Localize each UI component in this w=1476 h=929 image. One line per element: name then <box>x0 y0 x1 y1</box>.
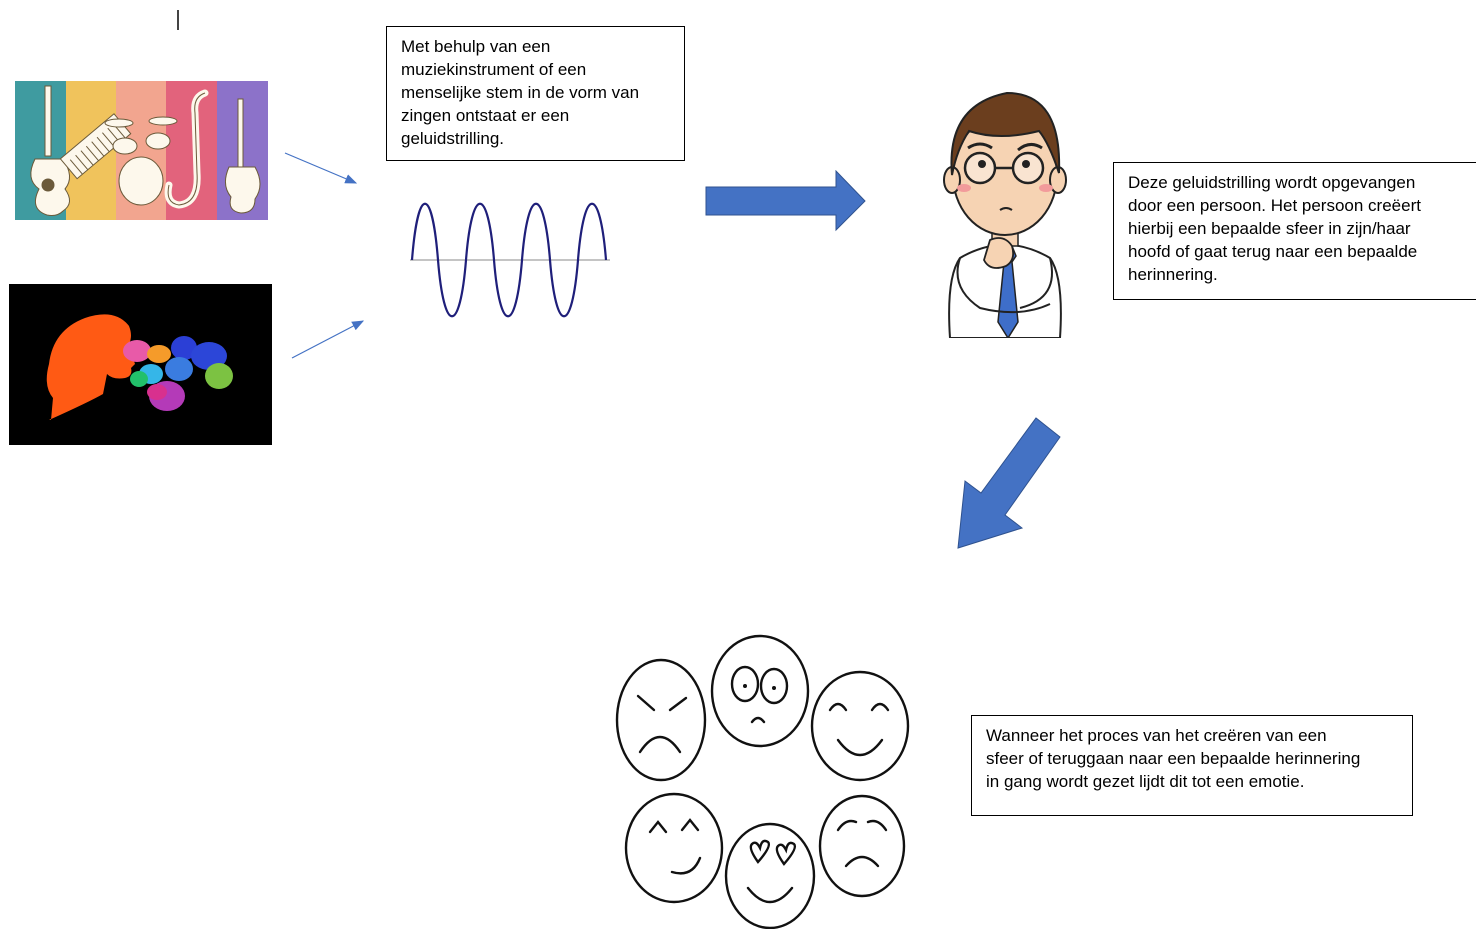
voice-image <box>9 284 272 445</box>
surprised-face <box>710 634 810 748</box>
happy-face <box>810 670 910 782</box>
connector-arrows <box>284 152 365 359</box>
instruments-image <box>15 81 268 220</box>
content-face <box>624 792 724 904</box>
sad-face <box>818 794 906 898</box>
angry-face <box>615 658 707 782</box>
arrow-person-to-emotions <box>957 417 1061 549</box>
thinking-person-icon <box>943 91 1067 338</box>
sound-wave-icon <box>410 202 610 318</box>
emotion-textbox: Wanneer het proces van het creëren van e… <box>971 715 1413 816</box>
arrow-voice-to-wave <box>291 320 365 359</box>
music-instruments-icon <box>15 81 268 220</box>
source-textbox: Met behulp van een muziekinstrument of e… <box>386 26 685 161</box>
emotion-faces-icon <box>615 634 910 929</box>
text-cursor <box>177 10 179 30</box>
person-textbox: Deze geluidstrilling wordt opgevangen do… <box>1113 162 1476 300</box>
arrow-wave-to-person <box>705 170 866 232</box>
love-face <box>724 822 816 929</box>
arrow-instruments-to-wave <box>284 152 358 184</box>
singing-voice-icon <box>9 284 272 445</box>
